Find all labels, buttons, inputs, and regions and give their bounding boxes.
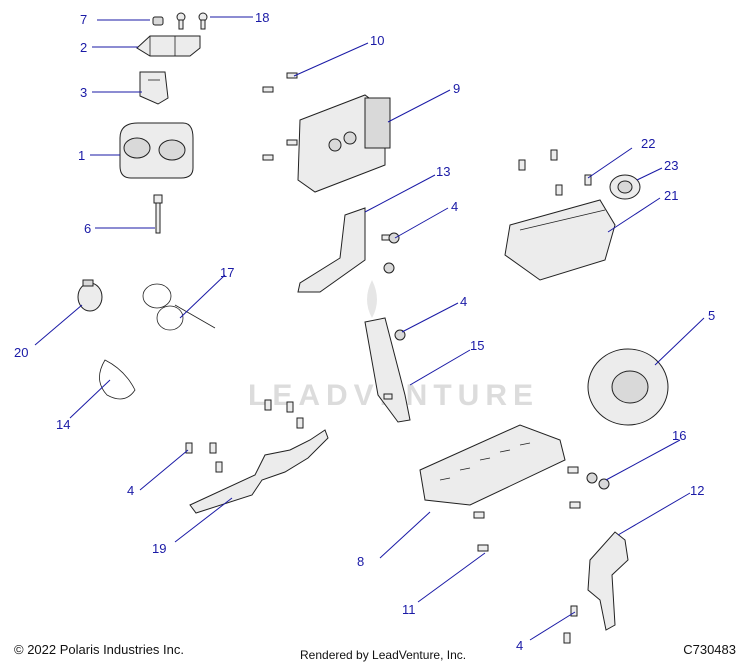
part-19-bracket [189, 429, 329, 514]
part-7-nut [152, 16, 164, 26]
part-18-screws [176, 12, 208, 30]
leader-lines [34, 16, 705, 641]
callout-4a: 4 [451, 199, 458, 214]
part-17-tie [142, 283, 216, 331]
callout-7: 7 [80, 12, 87, 27]
part-4-bolts-b [383, 329, 406, 400]
callout-13: 13 [436, 164, 450, 179]
part-16-nuts [567, 466, 610, 509]
callout-19: 19 [152, 541, 166, 556]
callout-21: 21 [664, 188, 678, 203]
callout-2: 2 [80, 40, 87, 55]
callout-4c: 4 [127, 483, 134, 498]
callout-12: 12 [690, 483, 704, 498]
callout-10: 10 [370, 33, 384, 48]
callout-14: 14 [56, 417, 70, 432]
part-2-bracket [136, 35, 201, 57]
callout-20: 20 [14, 345, 28, 360]
part-15-bracket [364, 317, 411, 423]
callout-6: 6 [84, 221, 91, 236]
copyright-text: © 2022 Polaris Industries Inc. [14, 642, 184, 657]
part-4-bolts-d [563, 605, 578, 644]
part-4-bolts-c [185, 399, 304, 473]
part-13-bracket [297, 207, 366, 293]
part-5-grommet [587, 348, 669, 426]
part-3-clip [139, 71, 169, 105]
callout-17: 17 [220, 265, 234, 280]
callout-22: 22 [641, 136, 655, 151]
callout-5: 5 [708, 308, 715, 323]
part-11-screws [473, 511, 489, 552]
part-1-coil [119, 122, 194, 179]
part-6-bolt [153, 194, 163, 234]
callout-4b: 4 [460, 294, 467, 309]
callout-15: 15 [470, 338, 484, 353]
callout-11: 11 [402, 602, 416, 617]
callout-1: 1 [78, 148, 85, 163]
callout-23: 23 [664, 158, 678, 173]
diagram-code: C730483 [683, 642, 736, 657]
callout-9: 9 [453, 81, 460, 96]
callout-8: 8 [357, 554, 364, 569]
rendered-by-text: Rendered by LeadVenture, Inc. [300, 648, 467, 662]
part-14-clamp [99, 359, 136, 400]
part-12-bracket [587, 531, 629, 631]
callout-3: 3 [80, 85, 87, 100]
callout-4d: 4 [516, 638, 523, 653]
part-21-module [504, 199, 616, 281]
part-9-ecu [297, 94, 391, 193]
part-4-bolts-a [381, 232, 400, 274]
part-10-screws [262, 72, 298, 161]
part-23-grommet [609, 174, 641, 200]
callouts: 7 18 2 3 1 6 10 9 13 4 22 23 21 17 20 4 … [14, 10, 715, 653]
flame-logo [367, 280, 377, 318]
callout-16: 16 [672, 428, 686, 443]
part-22-screws [518, 149, 592, 196]
callout-18: 18 [255, 10, 269, 25]
part-8-fuse-box [419, 424, 566, 506]
part-20-clamp [77, 279, 103, 312]
